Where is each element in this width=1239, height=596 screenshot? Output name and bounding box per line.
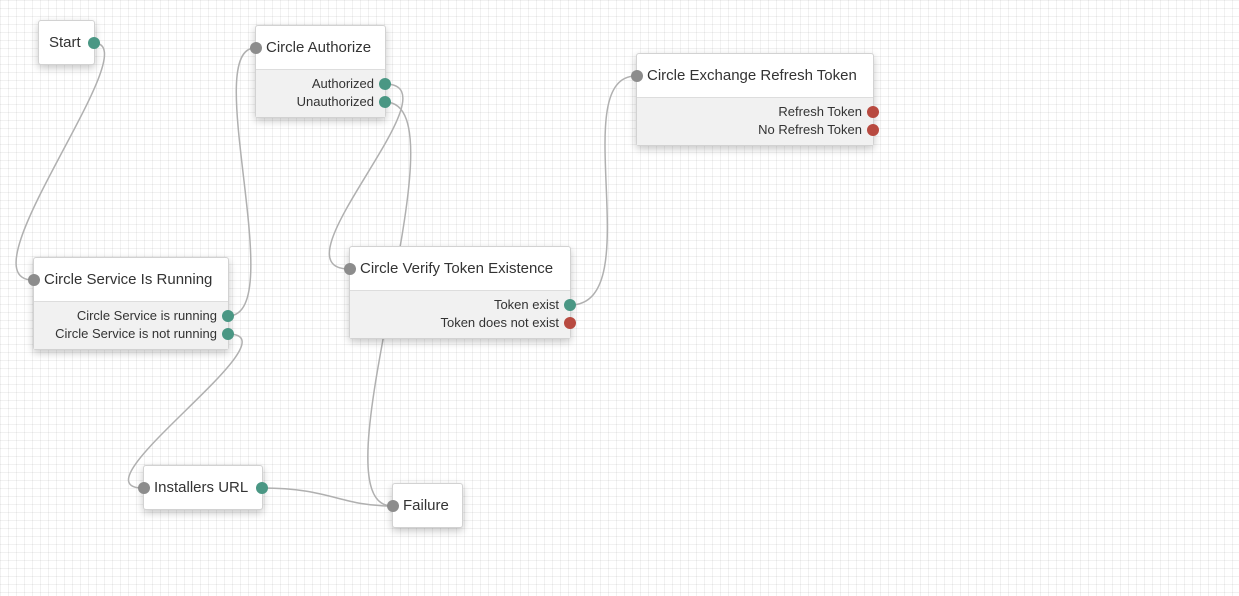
authorized-output-label: Authorized: [311, 76, 374, 91]
circle-authorize-node[interactable]: Circle Authorize Authorized Unauthorized: [250, 25, 391, 118]
failure-input-port[interactable]: [387, 499, 399, 512]
installers-url-output-port[interactable]: [256, 481, 268, 494]
service-not-running-output-port[interactable]: [222, 328, 234, 340]
wire-installers-to-failure: [261, 487, 393, 507]
token-exist-output-port[interactable]: [564, 299, 576, 311]
wire-start-to-service: [15, 42, 106, 281]
no-refresh-token-output-port[interactable]: [867, 124, 879, 136]
authorized-output-port[interactable]: [379, 78, 391, 90]
refresh-token-output-label: Refresh Token: [778, 104, 862, 119]
circle-verify-input-port[interactable]: [344, 262, 356, 275]
start-output-port[interactable]: [88, 36, 100, 49]
unauthorized-output-port[interactable]: [379, 96, 391, 108]
circle-service-title: Circle Service Is Running: [44, 271, 213, 288]
token-exist-output-label: Token exist: [493, 297, 559, 312]
installers-url-title: Installers URL: [154, 479, 249, 496]
circle-verify-title: Circle Verify Token Existence: [360, 260, 554, 277]
service-running-output-port[interactable]: [222, 310, 234, 322]
circle-service-is-running-node[interactable]: Circle Service Is Running Circle Service…: [28, 257, 234, 350]
circle-exchange-title: Circle Exchange Refresh Token: [647, 67, 857, 84]
no-refresh-token-output-label: No Refresh Token: [758, 122, 862, 137]
start-node-title: Start: [49, 34, 81, 51]
refresh-token-output: Refresh Token: [637, 103, 879, 121]
failure-node[interactable]: Failure: [387, 483, 463, 528]
service-not-running-output-label: Circle Service is not running: [55, 326, 217, 341]
refresh-token-output-port[interactable]: [867, 106, 879, 118]
service-running-output-label: Circle Service is running: [76, 308, 217, 323]
unauthorized-output-label: Unauthorized: [296, 94, 374, 109]
service-not-running-output: Circle Service is not running: [34, 325, 234, 343]
token-does-not-exist-output-label: Token does not exist: [440, 315, 559, 330]
start-node[interactable]: Start: [38, 20, 100, 65]
token-does-not-exist-output-port[interactable]: [564, 317, 576, 329]
circle-service-outputs: Circle Service is running Circle Service…: [34, 301, 234, 349]
wire-service-running-to-authorize: [227, 47, 256, 317]
authorized-output: Authorized: [256, 75, 391, 93]
circle-service-input-port[interactable]: [28, 273, 40, 286]
failure-title: Failure: [403, 497, 449, 514]
unauthorized-output: Unauthorized: [256, 93, 391, 111]
wire-token-exist-to-exchange: [569, 75, 637, 306]
circle-exchange-input-port[interactable]: [631, 69, 643, 82]
token-does-not-exist-output: Token does not exist: [350, 314, 576, 332]
circle-authorize-title: Circle Authorize: [266, 39, 372, 56]
circle-exchange-refresh-token-node[interactable]: Circle Exchange Refresh Token Refresh To…: [631, 53, 879, 146]
installers-url-node[interactable]: Installers URL: [138, 465, 268, 510]
service-running-output: Circle Service is running: [34, 307, 234, 325]
no-refresh-token-output: No Refresh Token: [637, 121, 879, 139]
circle-verify-token-existence-node[interactable]: Circle Verify Token Existence Token exis…: [344, 246, 576, 339]
installers-url-input-port[interactable]: [138, 481, 150, 494]
circle-verify-outputs: Token exist Token does not exist: [350, 290, 576, 338]
token-exist-output: Token exist: [350, 296, 576, 314]
circle-exchange-outputs: Refresh Token No Refresh Token: [637, 97, 879, 145]
circle-authorize-input-port[interactable]: [250, 41, 262, 54]
circle-authorize-outputs: Authorized Unauthorized: [256, 69, 391, 117]
